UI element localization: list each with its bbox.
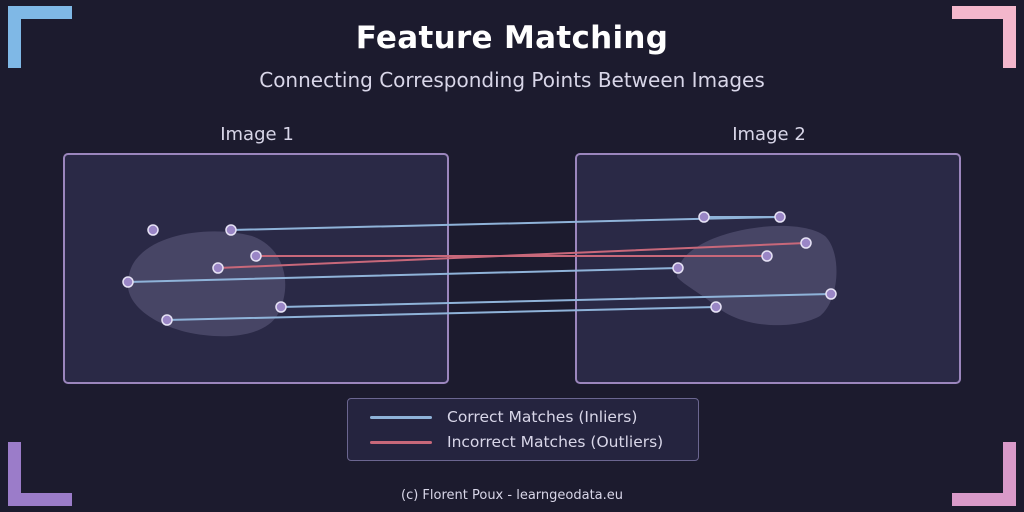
legend-swatch-outliers	[370, 440, 432, 444]
keypoint	[225, 224, 237, 236]
corner-bracket-bottom-left	[8, 442, 72, 506]
corner-bracket-bottom-right	[952, 442, 1016, 506]
keypoint	[275, 301, 287, 313]
inlier-match-line	[280, 293, 832, 308]
diagram-title: Feature Matching	[355, 20, 669, 56]
keypoint	[800, 237, 812, 249]
keypoints	[122, 211, 837, 326]
inlier-match-line	[230, 216, 781, 231]
keypoint	[710, 301, 722, 313]
inlier-match-line	[127, 267, 679, 283]
inlier-matches	[127, 216, 832, 321]
legend-swatch-inliers	[370, 415, 432, 419]
keypoint	[761, 250, 773, 262]
legend-label-outliers: Incorrect Matches (Outliers)	[447, 433, 664, 451]
corner-bracket-top-left	[8, 6, 72, 68]
image-1-label: Image 1	[220, 124, 294, 145]
corner-bracket-top-right	[952, 6, 1016, 68]
legend: Correct Matches (Inliers) Incorrect Matc…	[347, 398, 699, 461]
image-1-object-blob	[127, 231, 286, 337]
copyright-footer: (c) Florent Poux - learngeodata.eu	[401, 488, 623, 503]
image-2-object-blob	[677, 225, 837, 326]
keypoint	[122, 276, 134, 288]
image-2-label: Image 2	[732, 124, 806, 145]
keypoint	[250, 250, 262, 262]
legend-item-outliers: Incorrect Matches (Outliers)	[348, 431, 663, 453]
keypoint	[698, 211, 710, 223]
legend-item-inliers: Correct Matches (Inliers)	[348, 406, 637, 428]
outlier-matches	[217, 242, 807, 269]
keypoint	[212, 262, 224, 274]
diagram-subtitle: Connecting Corresponding Points Between …	[259, 68, 765, 92]
keypoint	[161, 314, 173, 326]
inlier-match-line	[166, 306, 717, 321]
keypoint	[672, 262, 684, 274]
keypoint	[774, 211, 786, 223]
keypoint	[825, 288, 837, 300]
keypoint	[147, 224, 159, 236]
legend-label-inliers: Correct Matches (Inliers)	[447, 408, 638, 426]
